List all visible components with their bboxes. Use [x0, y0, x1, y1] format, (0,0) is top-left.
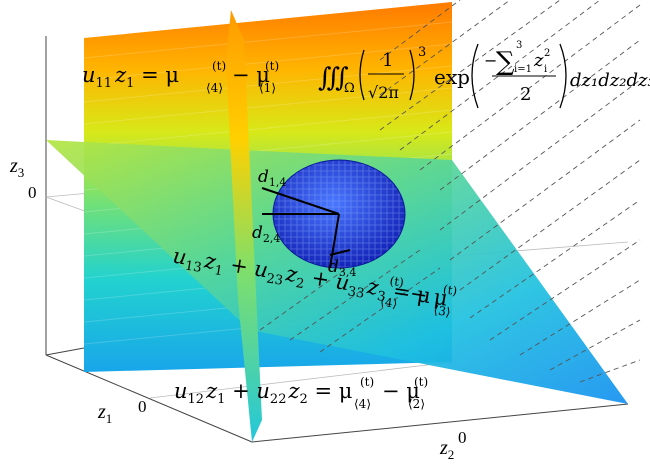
svg-text:(t): (t): [442, 282, 458, 298]
plane-slanted: [46, 140, 628, 404]
svg-text:−: −: [484, 51, 497, 70]
z3-axis-label: z3: [9, 155, 24, 180]
svg-text:(t): (t): [389, 274, 405, 290]
svg-text:dz₁dz₂dz₃: dz₁dz₂dz₃: [570, 70, 650, 91]
svg-text:⟨4⟩: ⟨4⟩: [206, 81, 223, 95]
equation-plane-3: u12z1 + u22z2 = μ (t) ⟨4⟩ − μ (t) ⟨2⟩: [174, 375, 428, 411]
svg-text:Ω: Ω: [344, 81, 355, 96]
svg-text:⟨4⟩: ⟨4⟩: [379, 294, 398, 310]
z1-tick: 0: [138, 397, 147, 416]
z2-axis-label: z2: [439, 437, 454, 462]
svg-text:3: 3: [418, 45, 426, 60]
svg-text:∭: ∭: [318, 63, 349, 93]
axes-box: [45, 36, 629, 443]
z2-tick: 0: [458, 428, 467, 447]
distance-segments: [261, 187, 351, 269]
svg-text:i=1: i=1: [514, 64, 532, 75]
gaussian-integral: ∭ Ω 1 √2π 3 exp − ∑ 3 i=1 z i 2 2 dz₁dz₂…: [318, 40, 650, 109]
svg-text:− μ: − μ: [382, 379, 420, 403]
z1-axis-label: z1: [97, 401, 112, 426]
svg-text:u12z1 + u22z2 = μ: u12z1 + u22z2 = μ: [174, 379, 352, 407]
svg-text:u13z1 + u23z2 + u33z3 = μ: u13z1 + u23z2 + u33z3 = μ: [171, 244, 433, 312]
svg-text:⟨2⟩: ⟨2⟩: [408, 397, 425, 411]
svg-text:∑: ∑: [496, 47, 515, 77]
svg-text:1: 1: [382, 50, 393, 71]
svg-text:exp: exp: [434, 65, 470, 89]
z3-tick: 0: [28, 183, 37, 202]
svg-text:2: 2: [544, 48, 550, 59]
svg-text:2: 2: [520, 84, 531, 105]
svg-text:(t): (t): [360, 375, 374, 389]
label-d34: d3,4: [328, 257, 356, 279]
svg-text:− μ: − μ: [232, 63, 270, 87]
svg-text:√2π: √2π: [368, 83, 399, 102]
plane-side: [226, 10, 262, 442]
svg-text:3: 3: [516, 40, 522, 51]
svg-text:(t): (t): [212, 59, 226, 73]
equation-plane-2: u13z1 + u23z2 + u33z3 = μ (t) ⟨4⟩ − μ (t…: [171, 244, 458, 320]
svg-text:(t): (t): [265, 59, 279, 73]
svg-text:⟨3⟩: ⟨3⟩: [433, 303, 452, 319]
svg-text:− μ: − μ: [408, 281, 449, 311]
svg-text:⟨1⟩: ⟨1⟩: [259, 81, 276, 95]
hatched-region: [259, 0, 641, 383]
label-d24: d2,4: [252, 223, 280, 245]
svg-text:z: z: [533, 50, 544, 71]
label-d14: d1,4: [258, 167, 286, 189]
svg-text:i: i: [544, 64, 547, 75]
svg-text:⟨4⟩: ⟨4⟩: [354, 397, 371, 411]
svg-text:(t): (t): [414, 375, 428, 389]
